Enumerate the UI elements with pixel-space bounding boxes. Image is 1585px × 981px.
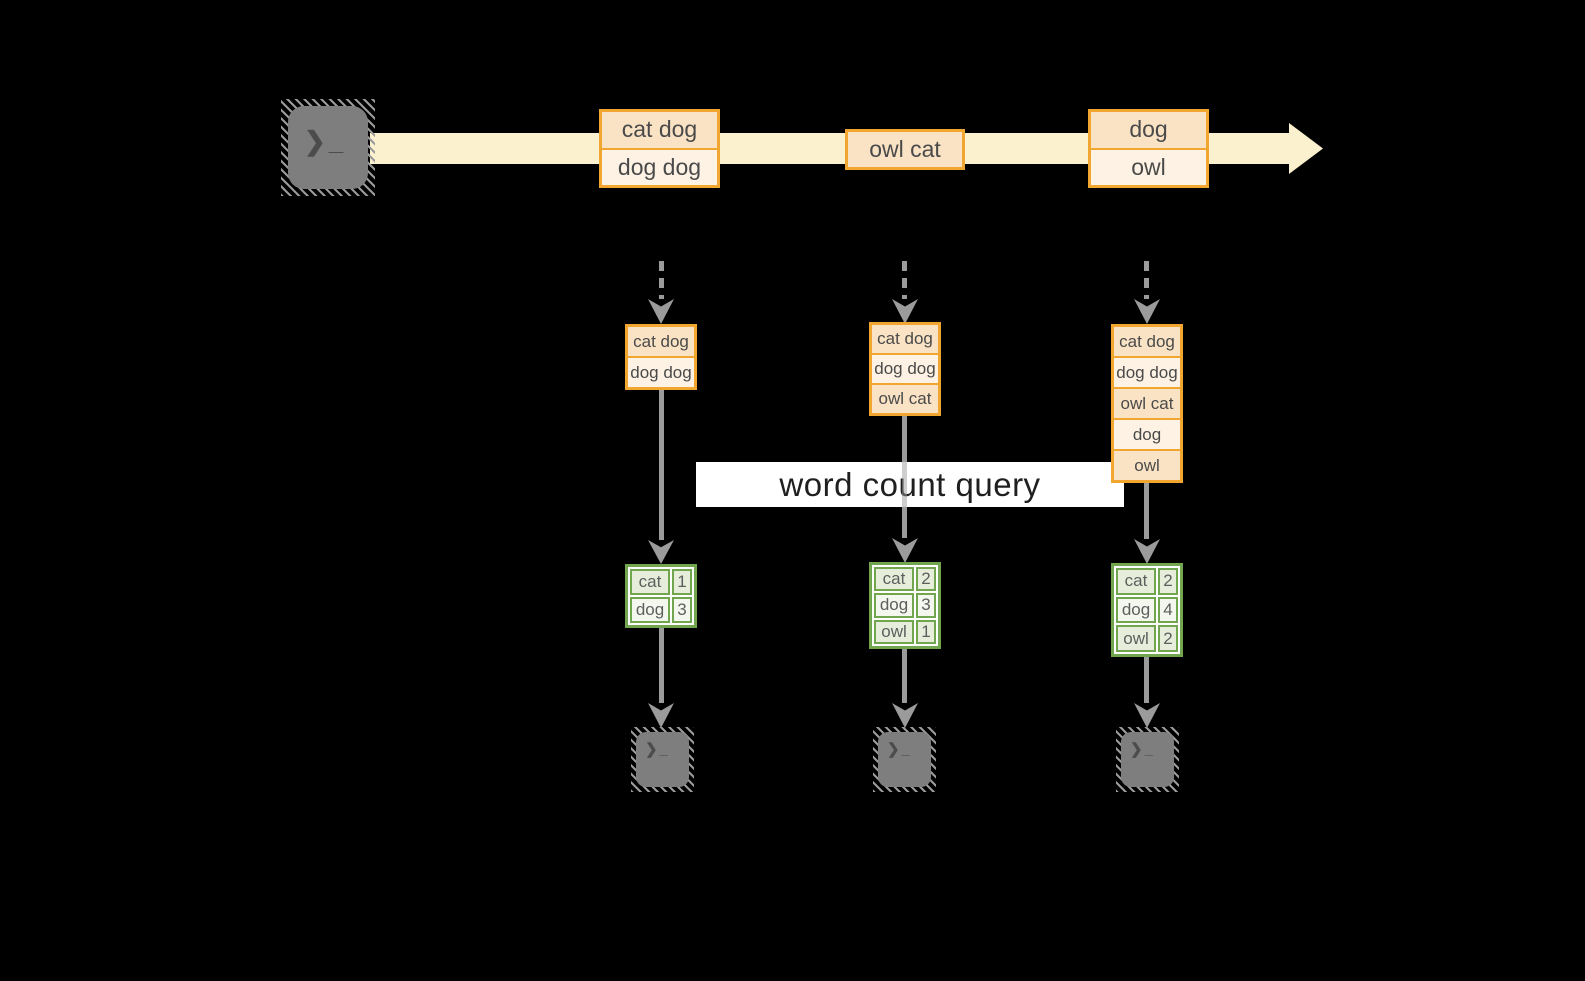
buffer-stack-2: cat dog dog dog owl cat (869, 322, 941, 416)
stream-record-box-3: dog owl (1088, 109, 1209, 188)
stream-record: cat dog (602, 112, 717, 148)
stream-record-box-2: owl cat (845, 129, 965, 170)
word-count-table-1: cat 1 dog 3 (625, 564, 697, 628)
arrow-down-icon (648, 703, 674, 728)
count-cell: 3 (672, 597, 692, 623)
terminal-icon-body: ❯_ (636, 732, 689, 787)
word-cell: cat (630, 569, 670, 595)
buffer-stack-1: cat dog dog dog (625, 324, 697, 390)
arrow-down-icon (892, 299, 918, 324)
buffer-row: cat dog (872, 325, 938, 353)
buffer-row: owl (1114, 449, 1180, 480)
count-cell: 4 (1158, 596, 1178, 624)
buffer-row: dog dog (1114, 356, 1180, 387)
count-cell: 2 (1158, 625, 1178, 652)
output-arrow-2 (902, 649, 907, 703)
word-cell: cat (874, 567, 914, 592)
terminal-prompt-icon: ❯_ (645, 741, 670, 758)
count-cell: 1 (916, 619, 936, 644)
word-cell: dog (874, 593, 914, 618)
terminal-icon-body: ❯_ (1121, 732, 1174, 787)
word-cell: owl (1116, 625, 1156, 652)
word-cell: owl (874, 619, 914, 644)
buffer-row: dog (1114, 418, 1180, 449)
stream-record: dog (1091, 112, 1206, 148)
buffer-row: cat dog (1114, 327, 1180, 356)
word-cell: dog (1116, 596, 1156, 624)
query-label: word count query (779, 465, 1041, 503)
arrow-down-icon (1134, 703, 1160, 728)
source-terminal-icon: ❯_ (281, 99, 375, 196)
terminal-prompt-icon: ❯_ (1130, 741, 1155, 758)
word-count-table-3: cat 2 dog 4 owl 2 (1111, 563, 1183, 657)
word-cell: cat (1116, 568, 1156, 595)
stream-record-box-1: cat dog dog dog (599, 109, 720, 188)
output-arrow-3 (1144, 657, 1149, 703)
sink-terminal-icon-3: ❯_ (1116, 727, 1179, 792)
arrow-down-icon (892, 703, 918, 728)
stream-arrowhead-icon (1289, 123, 1323, 174)
stream-record: owl (1091, 147, 1206, 185)
arrow-down-icon (1134, 539, 1160, 564)
arrow-down-icon (892, 538, 918, 563)
sink-terminal-icon-2: ❯_ (873, 727, 936, 792)
arrow-down-icon (648, 299, 674, 324)
arrow-down-icon (648, 540, 674, 564)
arrow-down-icon (1134, 299, 1160, 324)
buffer-row: dog dog (872, 353, 938, 383)
stream-record: dog dog (602, 147, 717, 185)
count-cell: 2 (1158, 568, 1178, 595)
terminal-prompt-icon: ❯_ (304, 126, 347, 156)
word-count-table-2: cat 2 dog 3 owl 1 (869, 562, 941, 649)
query-label-band: word count query (696, 462, 1124, 507)
buffer-stack-3: cat dog dog dog owl cat dog owl (1111, 324, 1183, 483)
ingest-dashed-arrow-1 (659, 261, 664, 299)
query-arrow-1 (659, 390, 664, 540)
buffer-row: dog dog (628, 356, 694, 387)
count-cell: 2 (916, 567, 936, 592)
query-arrow-overlay (902, 462, 907, 507)
terminal-icon-body: ❯_ (878, 732, 931, 787)
sink-terminal-icon-1: ❯_ (631, 727, 694, 792)
ingest-dashed-arrow-3 (1144, 261, 1149, 299)
terminal-prompt-icon: ❯_ (887, 741, 912, 758)
buffer-row: owl cat (1114, 387, 1180, 418)
count-cell: 1 (672, 569, 692, 595)
terminal-icon-body: ❯_ (288, 106, 368, 189)
buffer-row: owl cat (872, 383, 938, 413)
output-arrow-1 (659, 628, 664, 703)
stream-record: owl cat (848, 132, 962, 167)
ingest-dashed-arrow-2 (902, 261, 907, 299)
word-cell: dog (630, 597, 670, 623)
buffer-row: cat dog (628, 327, 694, 356)
query-arrow-3 (1144, 483, 1149, 539)
count-cell: 3 (916, 593, 936, 618)
